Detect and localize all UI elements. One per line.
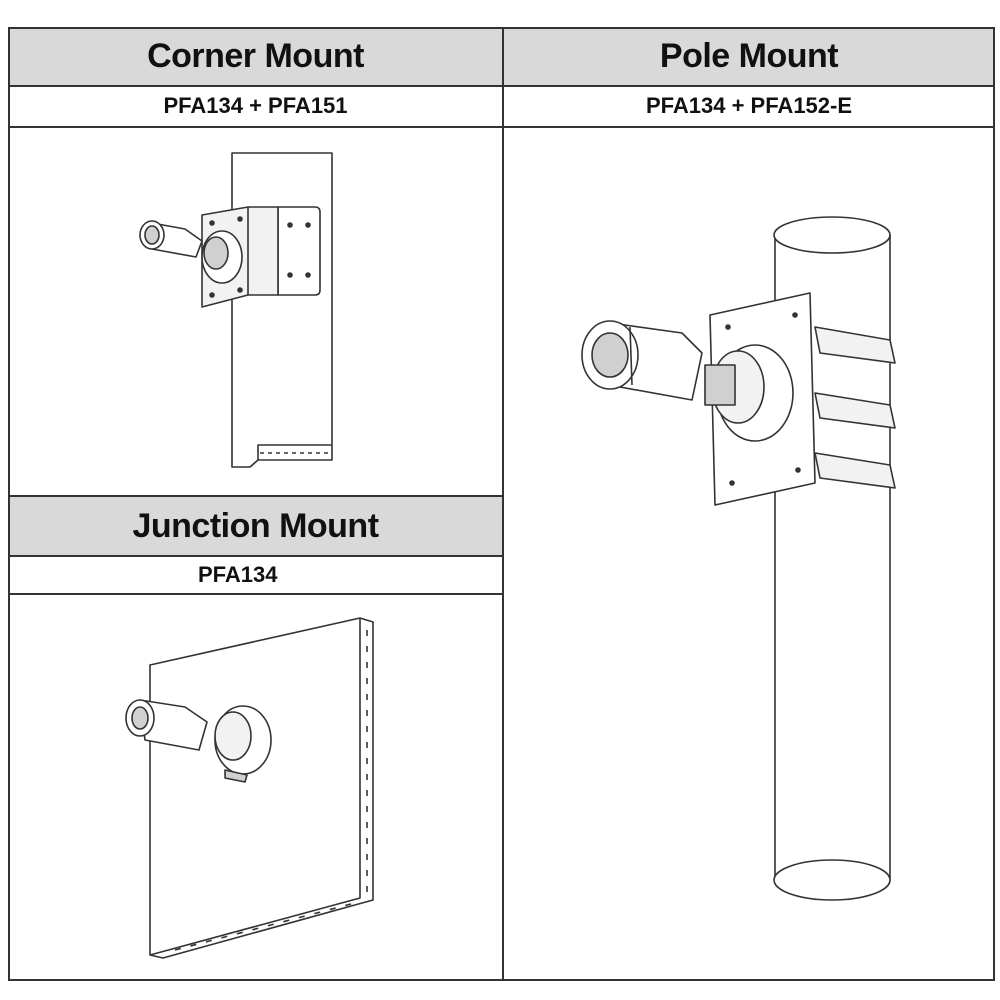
pole-mount-bracket-icon xyxy=(570,215,910,915)
table-divider-vertical xyxy=(502,27,504,981)
corner-mount-header: Corner Mount xyxy=(8,27,503,85)
junction-box-icon xyxy=(115,610,385,970)
junction-mount-model: PFA134 xyxy=(198,562,278,587)
model-row-divider xyxy=(8,126,995,128)
junction-header-bottom xyxy=(8,555,503,557)
junction-model-bottom xyxy=(8,593,503,595)
table-border-top xyxy=(8,27,995,29)
table-border-left xyxy=(8,27,10,981)
junction-header-top xyxy=(8,495,503,497)
corner-mount-bracket-icon xyxy=(130,145,350,490)
pole-mount-model: PFA134 + PFA152-E xyxy=(645,93,853,118)
pole-mount-header: Pole Mount xyxy=(503,27,995,85)
header-divider xyxy=(8,85,995,87)
junction-mount-header: Junction Mount xyxy=(8,496,503,556)
table-border-right xyxy=(993,27,995,981)
table-border-bottom xyxy=(8,979,995,981)
corner-mount-model: PFA134 + PFA151 xyxy=(163,93,348,118)
